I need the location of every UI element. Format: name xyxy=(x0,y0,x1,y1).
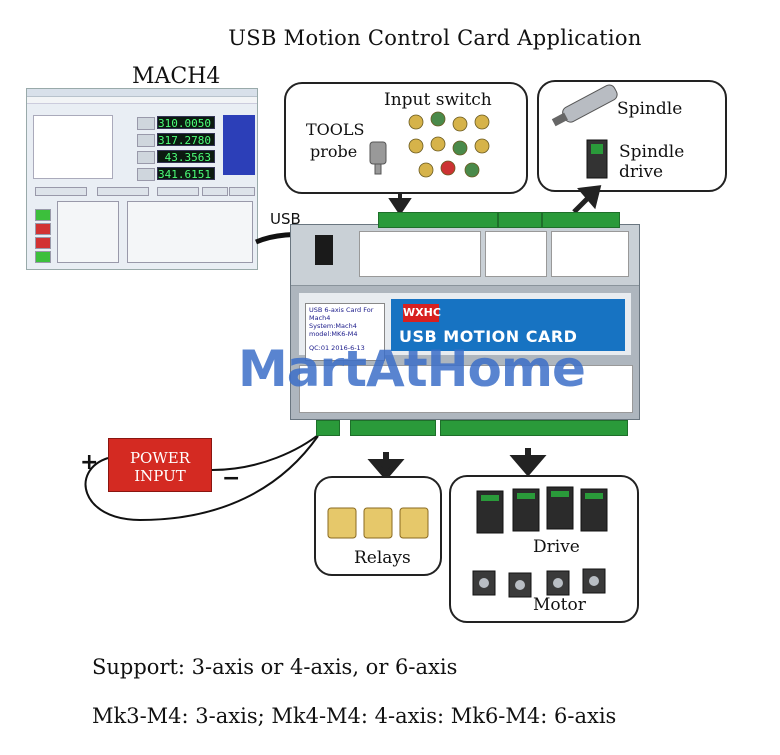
power-wire-negative xyxy=(211,431,323,471)
power-label-line2: INPUT xyxy=(134,467,186,485)
spindle-panel: Spindle Spindle drive xyxy=(537,80,727,192)
support-text: Support: 3-axis or 4-axis, or 6-axis xyxy=(92,655,458,679)
mach4-gcode-panel xyxy=(57,201,119,263)
spindle-terminal-block xyxy=(542,212,620,228)
sticker-line: model:MK6-M4 xyxy=(309,330,358,338)
dro-axis-label xyxy=(137,151,155,164)
input-terminal-block xyxy=(378,212,498,228)
mach4-field xyxy=(35,187,87,196)
usb-label: USB xyxy=(270,210,301,228)
mach4-button xyxy=(157,187,199,196)
input-switches-illustration xyxy=(369,111,490,178)
plus-sign: + xyxy=(80,450,99,475)
power-out-legend xyxy=(485,231,547,277)
tools-label: TOOLS xyxy=(306,120,365,139)
card-name: USB MOTION CARD xyxy=(399,327,578,346)
mach4-cycle-indicator xyxy=(35,251,51,263)
relays-panel: Relays xyxy=(314,476,442,576)
dro-axis-label xyxy=(137,117,155,130)
mach4-button xyxy=(202,187,228,196)
mach4-titlebar xyxy=(27,89,257,97)
mach4-enable-indicator xyxy=(35,209,51,221)
drive-label: Drive xyxy=(533,537,580,557)
dro-y: 317.2780 xyxy=(157,133,215,147)
minus-sign: − xyxy=(222,466,241,491)
motor-label: Motor xyxy=(533,595,586,615)
arrow-down-input xyxy=(388,192,412,216)
dro-x: 310.0050 xyxy=(157,116,215,130)
card-top-section xyxy=(291,225,639,286)
drive-motor-panel: Drive Motor xyxy=(449,475,639,623)
card-sticker: USB 6-axis Card For Mach4 System:Mach4 m… xyxy=(305,303,385,361)
watermark: MartAtHome xyxy=(238,340,586,398)
power-label-line1: POWER xyxy=(129,449,191,467)
spindle-drive-label: Spindle drive xyxy=(619,142,685,182)
dro-axis-label xyxy=(137,134,155,147)
output-terminal-legend xyxy=(299,365,633,413)
input-terminal-legend xyxy=(359,231,481,277)
mach4-label: MACH4 xyxy=(132,64,221,89)
arrow-up-spindle xyxy=(572,185,602,214)
axis-terminal-block xyxy=(440,420,628,436)
sticker-line: USB 6-axis Card For Mach4 xyxy=(309,306,374,322)
sticker-line: System:Mach4 xyxy=(309,322,357,330)
mach4-stop-indicator xyxy=(35,237,51,249)
mach4-menubar xyxy=(27,97,257,104)
input-switch-label: Input switch xyxy=(384,90,492,110)
power-input-terminal xyxy=(316,420,340,436)
spindle-control-legend xyxy=(551,231,629,277)
probe-label: probe xyxy=(310,142,358,161)
power-wire-positive xyxy=(84,435,319,522)
power-input-block: POWER INPUT xyxy=(108,438,212,492)
mach4-button xyxy=(229,187,255,196)
spindle-label: Spindle xyxy=(617,99,683,119)
mach4-field xyxy=(97,187,149,196)
mach4-blue-panel xyxy=(223,115,255,175)
mach4-reset-indicator xyxy=(35,223,51,235)
dro-z: 43.3563 xyxy=(157,150,215,164)
relays-illustration xyxy=(327,507,429,539)
usb-motion-card: WXHC USB MOTION CARD USB 6-axis Card For… xyxy=(290,224,640,420)
output-terminal-block xyxy=(350,420,436,436)
input-switch-panel: Input switch TOOLS probe xyxy=(284,82,528,194)
mach4-toolpath-view xyxy=(33,115,113,179)
drivers-illustration xyxy=(472,486,608,598)
dro-a: 341.6151 xyxy=(157,167,215,181)
mach4-screenshot: 310.0050 317.2780 43.3563 341.6151 xyxy=(26,88,258,270)
mach4-settings-panel xyxy=(127,201,253,263)
sticker-line: QC:01 2016-6-13 xyxy=(309,344,365,352)
power-out-terminal-block xyxy=(498,212,542,228)
arrow-down-relays xyxy=(367,452,405,481)
arrow-down-drive xyxy=(509,448,547,477)
dro-axis-label xyxy=(137,168,155,181)
relays-label: Relays xyxy=(354,548,411,568)
usb-port xyxy=(315,235,333,265)
brand-logo: WXHC xyxy=(403,304,441,322)
page-title: USB Motion Control Card Application xyxy=(228,26,642,50)
models-text: Mk3-M4: 3-axis; Mk4-M4: 4-axis: Mk6-M4: … xyxy=(92,704,617,728)
spindle-illustration xyxy=(551,84,618,179)
